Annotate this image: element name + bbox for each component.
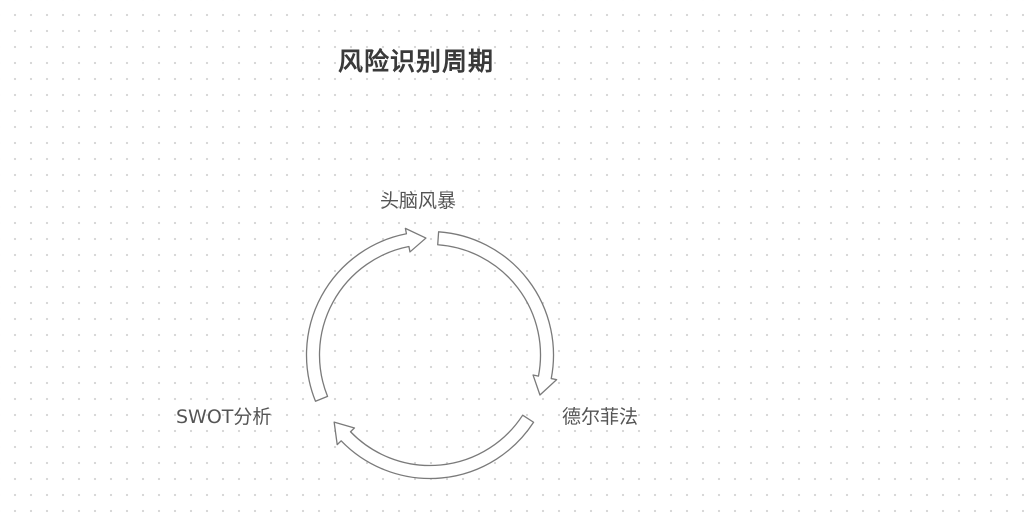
step-label-swot: SWOT分析 [176,406,272,428]
arrow-delphi-to-swot [333,414,535,480]
step-label-brainstorming: 头脑风暴 [380,190,457,212]
step-label-delphi: 德尔菲法 [562,406,639,428]
diagram-title: 风险识别周期 [338,47,495,76]
arrow-brainstorm-to-delphi [437,231,558,396]
arrow-swot-to-brainstorm [305,227,427,402]
